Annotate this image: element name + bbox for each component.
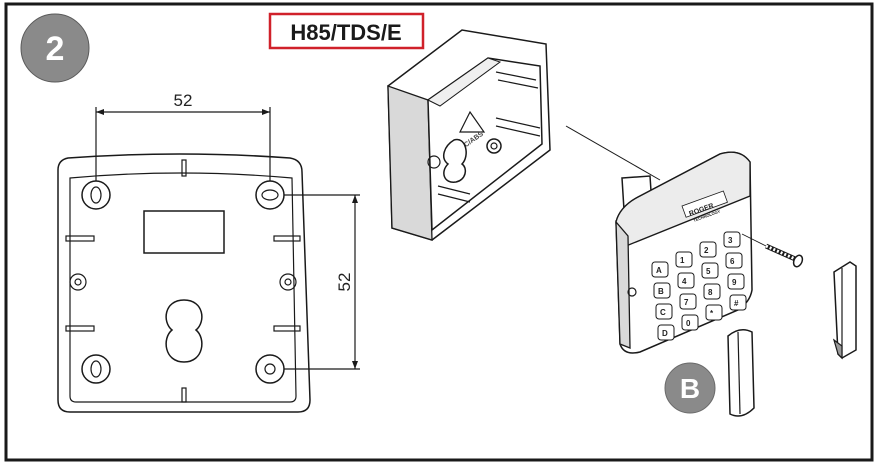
keypad-key-cap — [675, 251, 693, 268]
box-left-face — [387, 85, 433, 241]
keypad-key-label: 6 — [730, 257, 735, 266]
keypad-key-label: 5 — [706, 267, 711, 276]
brand-plate: ROGER TECHNOLOGY — [681, 190, 728, 223]
key-grid: A 1 2 3B 4 5 6C 7 8 9D 0 * # — [651, 231, 747, 341]
tab-top — [181, 159, 187, 177]
model-label-border — [268, 12, 425, 50]
keypad-key-label: 2 — [704, 246, 709, 255]
keypad-side-screw — [627, 287, 637, 297]
side-hole-left — [69, 273, 87, 291]
box-screw-hole — [486, 138, 502, 154]
keypad-key-label: 0 — [686, 319, 691, 328]
keypad-key: 2 — [699, 241, 717, 258]
keypad-key-cap — [701, 262, 719, 279]
keypad-key: 0 — [681, 314, 699, 331]
step-number: 2 — [46, 30, 65, 68]
keypad-key-label: C — [660, 308, 666, 317]
keypad-key: 9 — [727, 273, 745, 290]
keypad-key-cap — [681, 314, 699, 331]
mounting-hole-bottom-left — [81, 354, 111, 384]
keypad-key-label: B — [658, 287, 664, 296]
screw-icon — [741, 233, 804, 268]
box-rib-3 — [437, 185, 471, 203]
keypad-key: 8 — [703, 283, 721, 300]
clip-cover-icon — [727, 329, 755, 417]
recycle-triangle — [459, 110, 486, 133]
keypad-key-label: * — [710, 309, 714, 318]
mounting-box-drawing: PC/ABS — [387, 29, 551, 241]
side-hole-right — [279, 273, 297, 291]
keypad-key: 3 — [723, 231, 741, 248]
keypad-key-label: 1 — [680, 256, 685, 265]
keypad-key: 5 — [701, 262, 719, 279]
keypad-key: 4 — [677, 272, 695, 289]
mounting-hole-top-left — [81, 180, 111, 210]
keypad-key: B — [653, 282, 671, 299]
tab-right-upper — [273, 235, 301, 242]
keypad-key-label: D — [662, 329, 668, 338]
keypad-key: 6 — [725, 252, 743, 269]
alignment-line — [565, 125, 661, 181]
tab-bottom — [181, 387, 187, 403]
tab-right-lower — [273, 325, 301, 332]
keypad-key-cap — [723, 231, 741, 248]
keypad-key-label: 4 — [682, 277, 687, 286]
side-clip-icon — [832, 261, 857, 360]
tab-left-lower — [65, 325, 95, 332]
keypad-key-cap — [705, 304, 723, 321]
keypad-key-cap — [651, 261, 669, 278]
keypad-key-cap — [725, 252, 743, 269]
mounting-hole-top-right — [255, 180, 285, 210]
dim-horizontal-label: 52 — [174, 91, 193, 110]
box-side-hole — [427, 155, 441, 169]
keypad-key-cap — [657, 324, 675, 341]
box-cable-knockout — [443, 138, 467, 183]
keypad-key-cap — [653, 282, 671, 299]
keypad-key-label: A — [656, 266, 662, 275]
model-label: H85/TDS/E — [268, 12, 425, 50]
keypad-key-cap — [677, 272, 695, 289]
keypad-key: 1 — [675, 251, 693, 268]
keypad-key-label: 9 — [732, 278, 737, 287]
keypad-key-label: 8 — [708, 288, 713, 297]
tab-left-upper — [65, 235, 95, 242]
keypad-top-bezel — [615, 151, 751, 247]
keypad-key: D — [657, 324, 675, 341]
box-rib-2 — [495, 117, 541, 137]
keypad-key-label: 7 — [684, 298, 689, 307]
callout-letter: B — [680, 373, 700, 404]
keypad-key-label: # — [734, 299, 739, 308]
callout-badge-circle — [664, 362, 716, 414]
keypad-key: * — [705, 304, 723, 321]
back-plate-outline — [57, 153, 311, 413]
keypad-key-cap — [703, 283, 721, 300]
dim-vertical-label: 52 — [335, 273, 354, 292]
keypad-key-label: 3 — [728, 236, 733, 245]
mounting-hole-bottom-right — [255, 354, 285, 384]
cable-entry-knockout — [165, 299, 203, 363]
step-badge-circle — [20, 13, 90, 83]
keypad-key: # — [729, 294, 747, 311]
keypad-drawing: ROGER TECHNOLOGY A 1 2 3B 4 5 6C 7 8 9D 0 * # — [615, 151, 753, 354]
keypad-key-cap — [655, 303, 673, 320]
step-badge: 2 — [20, 13, 90, 83]
cable-window — [143, 210, 225, 254]
box-rib-1 — [495, 71, 539, 89]
keypad-key-cap — [729, 294, 747, 311]
back-plate-inner-rim — [69, 172, 297, 403]
back-plate-drawing: 52 52 — [57, 91, 360, 413]
box-inner-wall — [427, 57, 502, 107]
keypad-side-face — [615, 220, 631, 349]
callout-badge-b: B — [664, 362, 716, 414]
box-screw-hole-inner — [490, 142, 498, 150]
model-label-text: H85/TDS/E — [290, 20, 401, 45]
keypad-key-cap — [727, 273, 745, 290]
keypad-key-cap — [699, 241, 717, 258]
keypad-key: A — [651, 261, 669, 278]
keypad-key: 7 — [679, 293, 697, 310]
keypad-key-cap — [679, 293, 697, 310]
keypad-key: C — [655, 303, 673, 320]
